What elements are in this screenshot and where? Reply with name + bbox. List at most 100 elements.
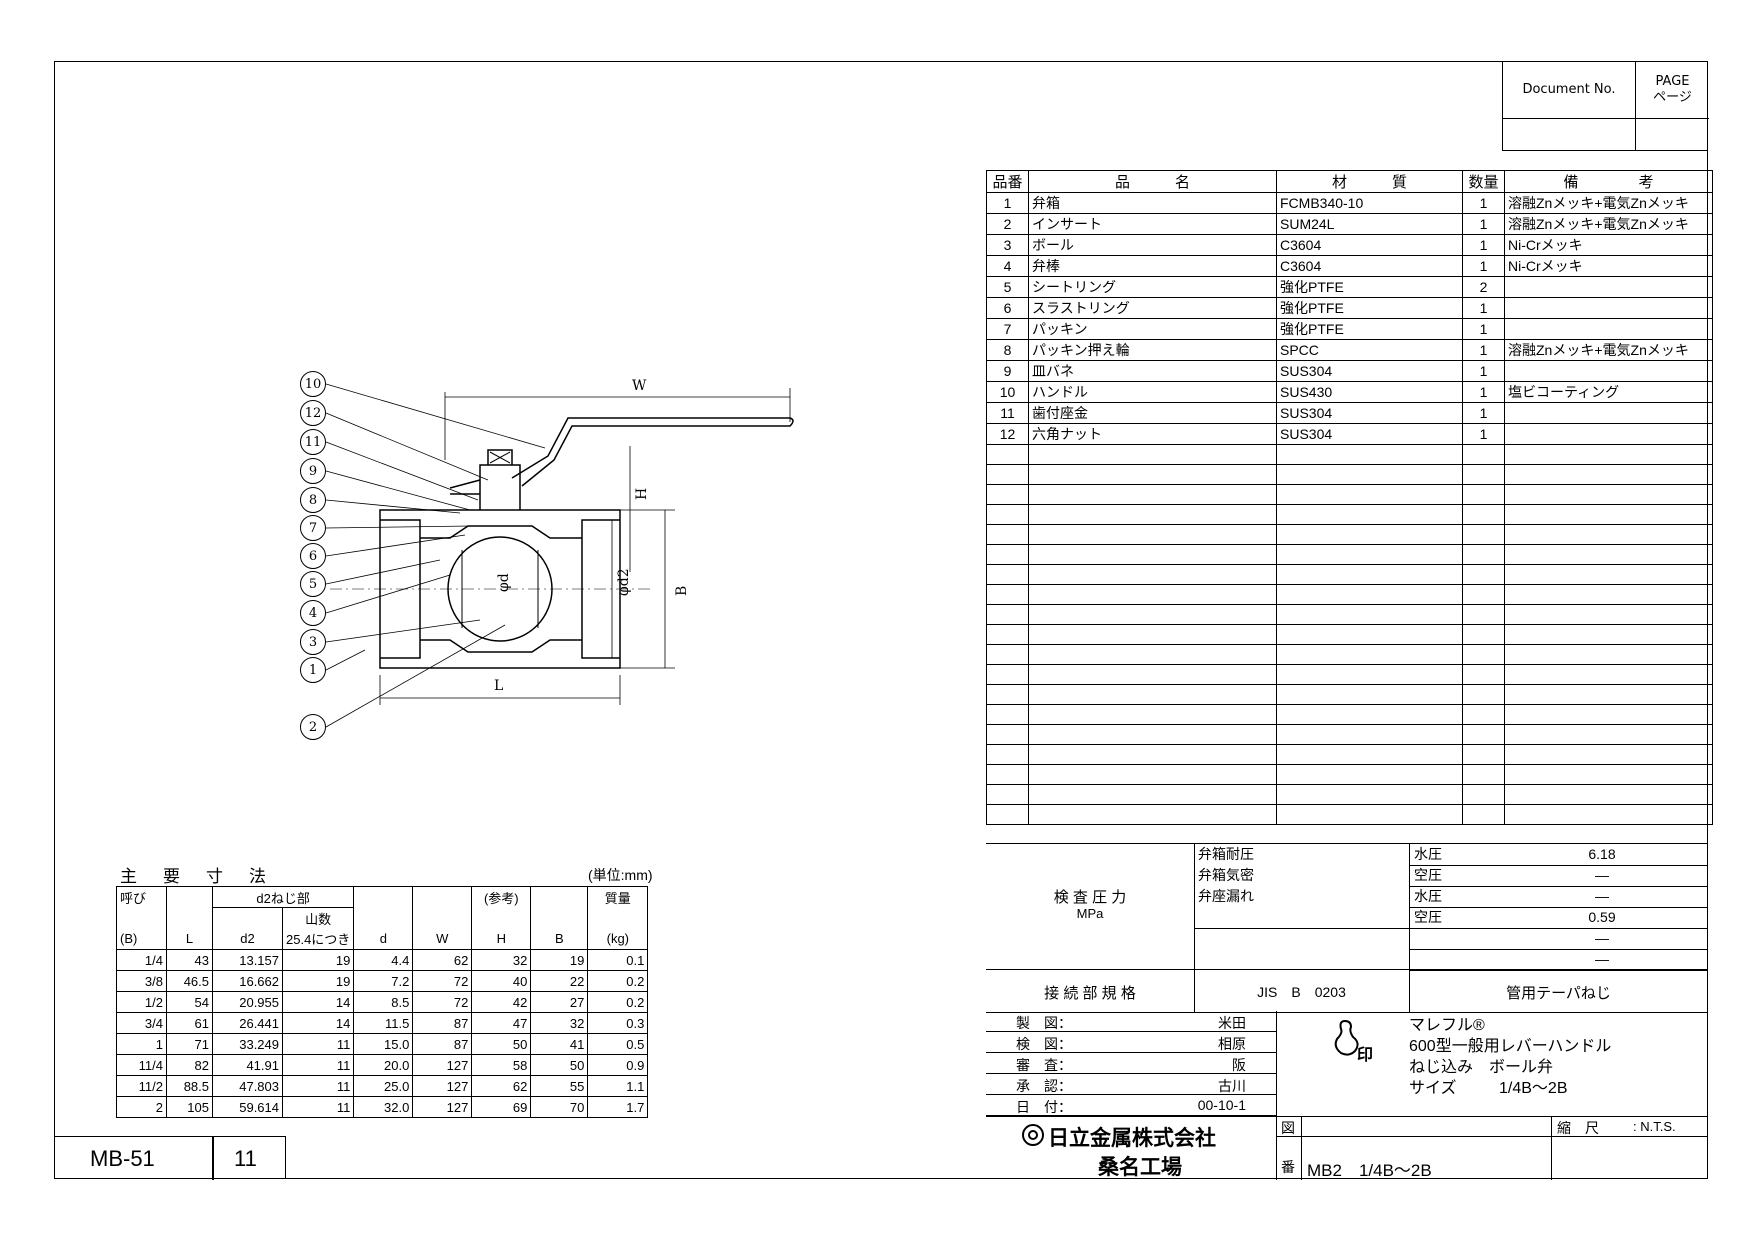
parts-row-blank: [986, 784, 1713, 805]
dims-cell: 72: [412, 991, 473, 1013]
company-plant: 桑名工場: [1098, 1156, 1182, 1179]
pressure-value: —: [1595, 930, 1609, 946]
footer-code: MB-51: [90, 1146, 155, 1171]
approval-name: 阪: [1232, 1057, 1246, 1073]
dims-cell: 43: [166, 949, 213, 971]
dims-cell: 69: [471, 1096, 532, 1118]
dims-cell: 71: [166, 1033, 213, 1055]
parts-cell-name: ハンドル: [1028, 381, 1277, 403]
dims-cell: 8.5: [353, 991, 414, 1013]
parts-cell-material: 強化PTFE: [1276, 276, 1463, 298]
dims-cell: 72: [412, 970, 473, 992]
dim-label-W: W: [632, 378, 647, 394]
callout-bubble: 12: [300, 400, 326, 426]
pressure-name: 弁箱気密: [1198, 867, 1254, 883]
callout-bubble: 5: [300, 571, 326, 597]
dims-h-b: (B): [116, 928, 167, 950]
parts-cell-no: 10: [986, 381, 1029, 403]
pressure-medium: [1414, 949, 1494, 970]
parts-cell-note: 溶融Znメッキ+電気Znメッキ: [1504, 192, 1713, 214]
parts-cell-no: 6: [986, 297, 1029, 319]
parts-cell-material: C3604: [1276, 255, 1463, 277]
dims-cell: 19: [281, 949, 355, 971]
parts-row-blank: [986, 444, 1713, 465]
dims-cell: 14: [281, 1012, 355, 1034]
approval-role: 製 図：: [1016, 1015, 1072, 1031]
callout-leader-line: [325, 441, 479, 501]
dims-table: 呼び d2ねじ部 (参考) 質量 山数 (B) L d2 25.4につき d W…: [116, 886, 649, 1118]
dims-cell: 50: [530, 1054, 589, 1076]
pressure-unit: MPa: [1076, 906, 1104, 921]
dims-h-yama: 山数: [281, 907, 355, 929]
parts-cell-qty: 1: [1462, 297, 1505, 319]
dims-cell: 19: [530, 949, 589, 971]
drawing-number-block: 図 番 MB2 1/4B～2B 縮 尺 : N.T.S.: [1277, 1116, 1708, 1180]
callout-bubble: 10: [300, 371, 326, 397]
dims-cell: 47.803: [212, 1075, 283, 1097]
product-title-block: 印 マレフル® 600型一般用レバーハンドル ねじ込み ボール弁 サイズ 1/4…: [1277, 1011, 1708, 1116]
zu-label: 図: [1281, 1120, 1295, 1136]
dims-cell: 0.3: [587, 1012, 649, 1034]
parts-cell-name: パッキン押え輪: [1028, 339, 1277, 361]
parts-cell-name: スラストリング: [1028, 297, 1277, 319]
dim-label-phi-d2: φd2: [616, 568, 632, 596]
parts-cell-material: SUM24L: [1276, 213, 1463, 235]
dims-cell: 11: [281, 1096, 355, 1118]
parts-row-blank: [986, 664, 1713, 685]
parts-row-blank: [986, 624, 1713, 645]
callout-bubble: 7: [300, 515, 326, 541]
parts-row-blank: [986, 464, 1713, 485]
dims-cell: 14: [281, 991, 355, 1013]
connection-type: 管用テーパねじ: [1506, 985, 1611, 1002]
dims-h-ref: (参考): [471, 886, 532, 908]
dims-cell: 41: [530, 1033, 589, 1055]
approval-role: 日 付：: [1016, 1099, 1072, 1115]
parts-cell-qty: 1: [1462, 339, 1505, 361]
dims-cell: 1/4: [116, 949, 167, 971]
dims-cell: 82: [166, 1054, 213, 1076]
dims-cell: 25.0: [353, 1075, 414, 1097]
col-header-name: 品 名: [1028, 170, 1277, 193]
parts-row-blank: [986, 684, 1713, 705]
dims-cell: 0.5: [587, 1033, 649, 1055]
valve-drawing: W H L B φd φd2: [325, 378, 794, 728]
product-brand: マレフル®: [1409, 1017, 1485, 1034]
callout-bubble: 4: [300, 600, 326, 626]
parts-cell-name: 弁棒: [1028, 255, 1277, 277]
dims-cell: 54: [166, 991, 213, 1013]
parts-cell-note: [1504, 423, 1713, 445]
dims-cell: 127: [412, 1075, 473, 1097]
dims-cell: 0.1: [587, 949, 649, 971]
callout-leader-line: [325, 574, 451, 614]
parts-cell-no: 5: [986, 276, 1029, 298]
dims-cell: 1.7: [587, 1096, 649, 1118]
parts-row-blank: [986, 764, 1713, 785]
dims-cell: 27: [530, 991, 589, 1013]
dims-h-L: L: [166, 928, 213, 950]
approval-block: 製 図：米田検 図：相原審 査：阪承 認：古川日 付：00-10-1: [986, 1011, 1277, 1116]
dims-h-yobi: 呼び: [116, 886, 167, 908]
parts-cell-qty: 2: [1462, 276, 1505, 298]
parts-cell-material: 強化PTFE: [1276, 318, 1463, 340]
parts-row-blank: [986, 804, 1713, 825]
pressure-value: 6.18: [1588, 846, 1616, 862]
parts-cell-no: 12: [986, 423, 1029, 445]
logo-mark-text: 印: [1357, 1047, 1374, 1064]
parts-cell-material: SUS304: [1276, 360, 1463, 382]
parts-row-blank: [986, 524, 1713, 545]
parts-cell-name: シートリング: [1028, 276, 1277, 298]
parts-cell-name: 弁箱: [1028, 192, 1277, 214]
dims-h-H: H: [471, 928, 532, 950]
parts-cell-material: SPCC: [1276, 339, 1463, 361]
parts-cell-name: パッキン: [1028, 318, 1277, 340]
parts-cell-note: [1504, 318, 1713, 340]
